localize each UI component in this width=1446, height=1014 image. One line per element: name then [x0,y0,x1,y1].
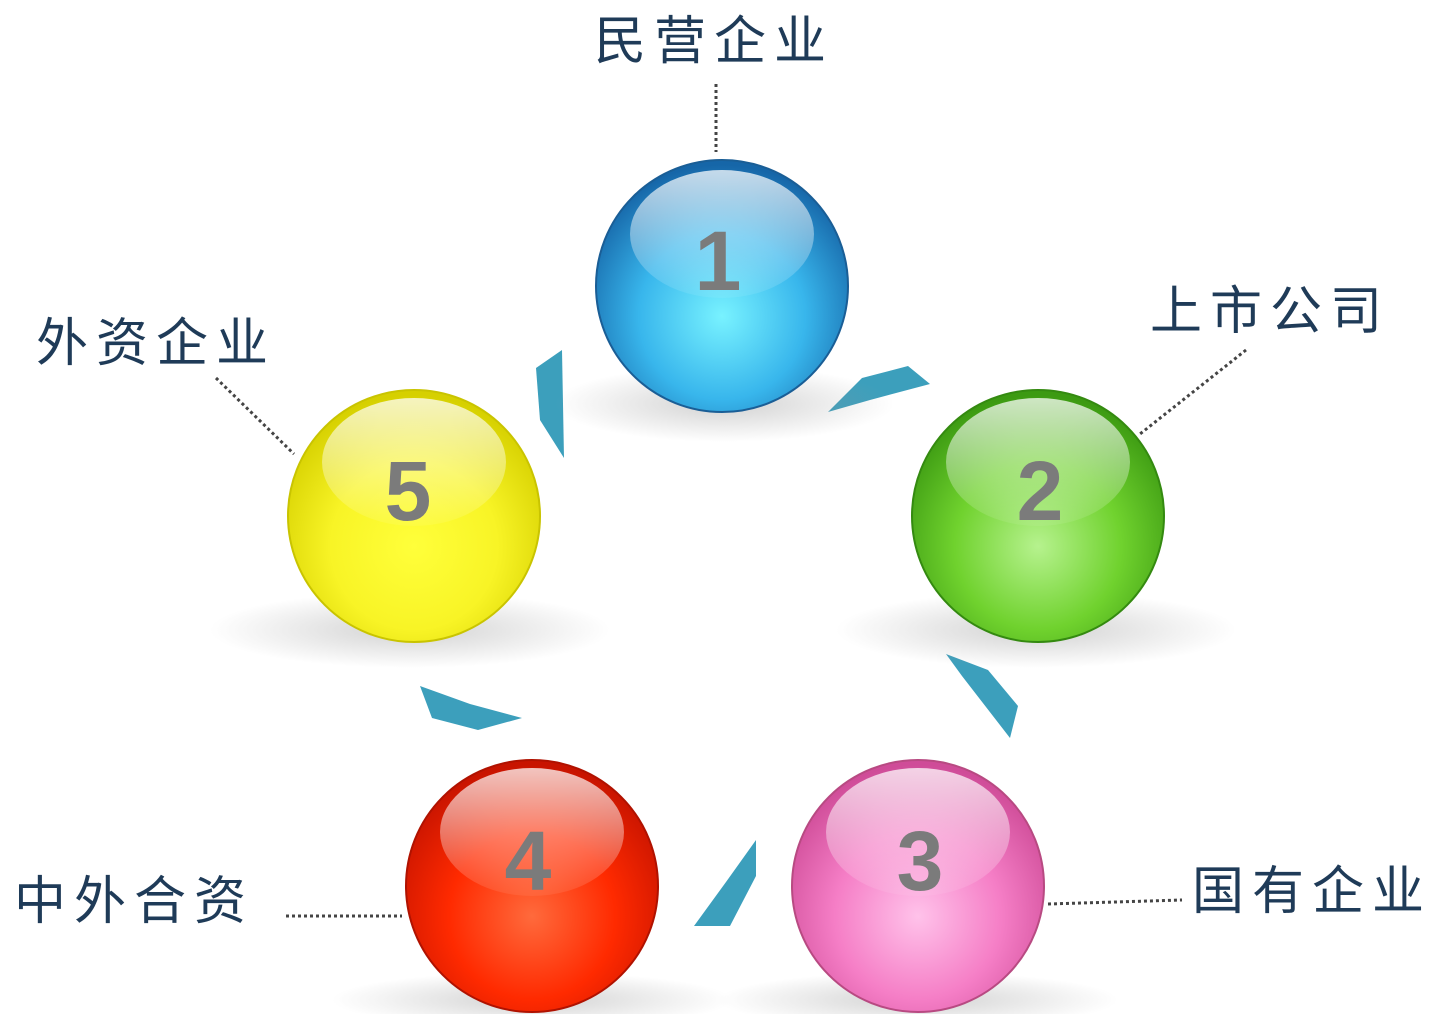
ball-1-number: 1 [695,214,742,308]
label-foreign-enterprise: 外资企业 [36,314,277,374]
ball-1: 1 [554,159,894,442]
ball-4-gloss [440,768,624,896]
label-joint-venture: 中外合资 [14,872,255,932]
ball-5-gloss [322,398,506,526]
arrow-5-to-1 [536,350,564,458]
leader-lines [214,84,1247,918]
ball-2-number: 2 [1017,444,1064,538]
ball-2: 2 [836,389,1236,668]
arrow-2-to-3 [946,654,1018,738]
ball-4: 4 [332,759,732,1014]
ball-1-gloss [630,170,814,298]
leader-line-3 [1047,898,1183,906]
ball-3-number: 3 [897,814,944,908]
label-listed-company: 上市公司 [1150,282,1391,342]
leader-line-2 [1139,348,1247,436]
ball-3-gloss [826,768,1010,896]
ball-5-number: 5 [385,444,432,538]
arrow-3-to-4 [694,840,756,926]
connector-arrows [420,350,1018,926]
ball-3: 3 [718,759,1118,1014]
arrow-4-to-5 [420,686,522,730]
ball-5: 5 [210,389,610,668]
leader-line-5 [214,376,296,456]
ball-4-number: 4 [505,814,552,908]
label-private-enterprise: 民营企业 [594,12,835,72]
ball-2-gloss [946,398,1130,526]
label-state-owned-enterprise: 国有企业 [1192,862,1433,922]
